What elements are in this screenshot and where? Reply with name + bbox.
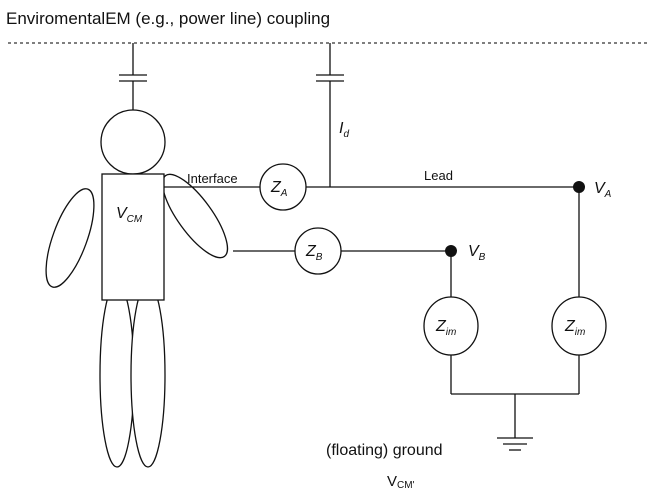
interface-label: Interface xyxy=(187,171,238,186)
right-leg xyxy=(130,282,166,468)
diagram-title: EnviromentalEM (e.g., power line) coupli… xyxy=(6,9,330,28)
vcm-label: VCM xyxy=(116,205,143,225)
zim-right-impedance xyxy=(551,296,607,356)
za-label: ZA xyxy=(270,179,288,199)
right-arm xyxy=(161,173,229,259)
va-label: VA xyxy=(594,180,612,200)
left-arm xyxy=(45,188,95,288)
zim-left-impedance xyxy=(423,296,479,356)
torso xyxy=(101,173,165,301)
zb-impedance xyxy=(294,227,342,275)
left-leg xyxy=(99,282,135,468)
human-body-figure xyxy=(45,109,229,468)
id-current-label: Id xyxy=(339,120,349,140)
vb-label: VB xyxy=(468,243,486,263)
ground-label: (floating) ground xyxy=(326,442,443,459)
lead-label: Lead xyxy=(424,168,453,183)
zim-left-label: Zim xyxy=(435,318,456,338)
vcm-prime-label: VCM' xyxy=(387,473,415,491)
head-coupling-capacitor xyxy=(119,43,147,110)
head xyxy=(100,109,166,175)
ground-symbol-icon xyxy=(497,437,533,451)
zb-label: ZB xyxy=(305,243,323,263)
lead-coupling-capacitor xyxy=(316,43,344,187)
zim-right-label: Zim xyxy=(564,318,585,338)
za-impedance xyxy=(259,163,307,211)
